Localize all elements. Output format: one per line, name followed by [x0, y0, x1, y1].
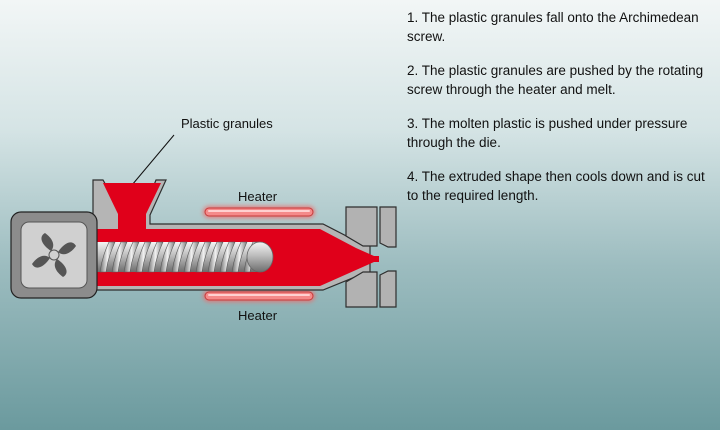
step-4: 4. The extruded shape then cools down an… — [407, 169, 705, 203]
motor-housing — [10, 211, 98, 299]
extrusion-die — [345, 206, 378, 308]
die-block-lower — [345, 271, 378, 308]
screw-flight — [207, 241, 224, 273]
heater-bottom-label: Heater — [238, 308, 278, 323]
process-steps: 1. The plastic granules fall onto the Ar… — [407, 8, 717, 220]
plastic-granules-label: Plastic granules — [181, 116, 273, 131]
screw-flight — [219, 241, 236, 273]
heater-top — [203, 206, 315, 218]
step-2: 2. The plastic granules are pushed by th… — [407, 63, 704, 97]
heater-top-label: Heater — [238, 189, 278, 204]
screw-flight — [171, 241, 188, 273]
cutter-upper — [379, 206, 397, 248]
plastic-granules-pointer — [131, 134, 175, 186]
screw-flight — [159, 241, 176, 273]
screw-flight — [231, 241, 248, 273]
step-3: 3. The molten plastic is pushed under pr… — [407, 116, 688, 150]
screw-flight — [183, 241, 200, 273]
heater-bottom — [203, 290, 315, 302]
screw-flight — [111, 241, 128, 273]
screw-tip — [246, 241, 274, 273]
cutter-lower — [379, 270, 397, 308]
screw-flight — [195, 241, 212, 273]
screw-flight — [123, 241, 140, 273]
screw-flight — [135, 241, 152, 273]
screw-flight — [147, 241, 164, 273]
extruded-strand — [365, 256, 379, 262]
cutter — [379, 206, 397, 308]
screw-flight — [99, 241, 116, 273]
archimedean-screw — [96, 241, 274, 273]
fan-motor-icon — [32, 233, 76, 277]
step-1: 1. The plastic granules fall onto the Ar… — [407, 10, 699, 44]
die-block-upper — [345, 206, 378, 247]
